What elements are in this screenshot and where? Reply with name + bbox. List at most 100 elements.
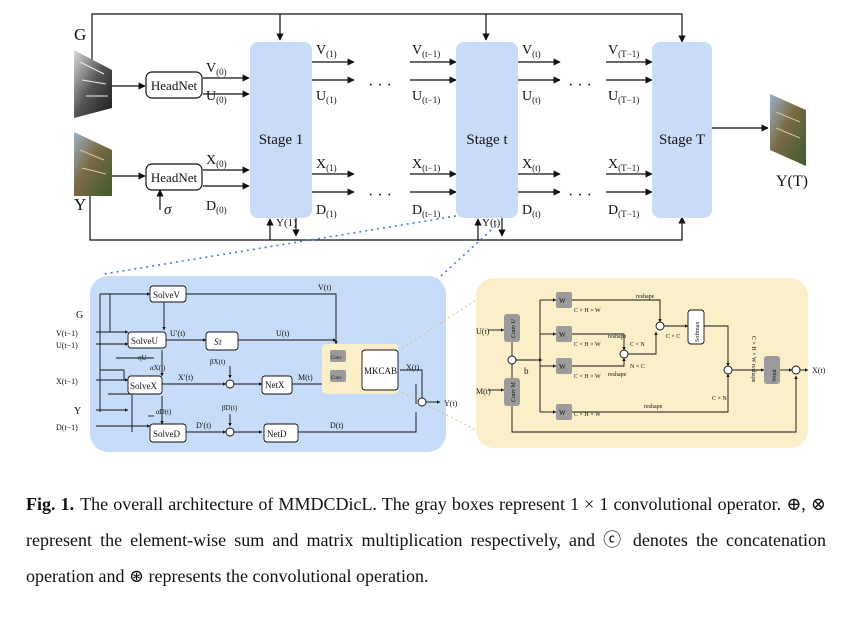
svg-text:SolveU: SolveU: [131, 336, 159, 346]
svg-text:D(t): D(t): [330, 421, 344, 430]
output-label: Y(T): [776, 173, 808, 190]
svg-text:U′(t): U′(t): [170, 329, 185, 338]
svg-text:HeadNet: HeadNet: [151, 78, 198, 93]
svg-text:ηU: ηU: [138, 354, 147, 362]
svg-text:C × C: C × C: [666, 334, 680, 340]
svg-text:Y(t): Y(t): [444, 399, 458, 408]
svg-text:X(t): X(t): [522, 157, 541, 173]
svg-text:Y(1): Y(1): [276, 217, 297, 229]
svg-text:D(0): D(0): [206, 199, 227, 215]
svg-text:D(T−1): D(T−1): [608, 203, 639, 219]
svg-text:βX(t): βX(t): [210, 358, 226, 366]
svg-text:C × H × W: C × H × W: [574, 374, 601, 380]
svg-text:SolveV: SolveV: [153, 290, 181, 300]
caption-text: The overall architecture of MMDCDicL. Th…: [26, 494, 826, 586]
svg-text:reshape: reshape: [636, 294, 655, 300]
architecture-figure: G Y Y(T) HeadNet HeadNet σ Stage 1 Stage…: [56, 13, 826, 452]
svg-text:C × N: C × N: [630, 342, 645, 348]
svg-text:M(t): M(t): [476, 387, 491, 396]
svg-text:C × H × W reshape: C × H × W reshape: [750, 336, 756, 383]
caption-label: Fig. 1.: [26, 494, 75, 514]
svg-text:reshape: reshape: [608, 334, 627, 340]
svg-text:D(t−1): D(t−1): [56, 423, 78, 432]
stage-detail-wires: [96, 292, 441, 434]
svg-text:V(t): V(t): [522, 43, 541, 59]
svg-text:G: G: [76, 310, 83, 321]
svg-text:C × H × W: C × H × W: [574, 308, 601, 314]
input-image-g: [74, 50, 112, 118]
output-image: [770, 94, 806, 166]
svg-text:Conv: Conv: [331, 376, 342, 381]
mkcab-wires: [488, 298, 809, 433]
svg-text:X(t−1): X(t−1): [412, 157, 440, 173]
svg-text:W: W: [559, 297, 566, 305]
sigma-label: σ: [164, 202, 172, 218]
svg-text:U(t−1): U(t−1): [412, 89, 440, 105]
svg-text:C × H × W: C × H × W: [574, 342, 601, 348]
svg-text:W: W: [559, 409, 566, 417]
stage-detail-boxes: [127, 285, 427, 443]
svg-text:U(t−1): U(t−1): [56, 341, 78, 350]
svg-text:NetX: NetX: [265, 380, 285, 390]
svg-text:X(t): X(t): [812, 366, 826, 375]
svg-text:X(T−1): X(T−1): [608, 157, 639, 173]
svg-text:SolveD: SolveD: [153, 429, 181, 439]
svg-text:U(t): U(t): [522, 89, 541, 105]
svg-text:D′(t): D′(t): [196, 421, 211, 430]
stage-1: Stage 1: [250, 42, 312, 218]
stage-T: Stage T: [652, 42, 712, 218]
svg-text:C × N: C × N: [712, 396, 727, 402]
svg-text:Wout: Wout: [772, 369, 778, 382]
figure-caption: Fig. 1.The overall architecture of MMDCD…: [26, 486, 826, 594]
svg-text:D(t−1): D(t−1): [412, 203, 440, 219]
svg-text:reshape: reshape: [644, 404, 663, 410]
svg-text:Softmax: Softmax: [694, 322, 701, 342]
input-image-y: [74, 132, 112, 196]
svg-text:W: W: [559, 331, 566, 339]
stage-detail-panel: [90, 276, 446, 452]
mkcab-detail-panel: [476, 278, 808, 448]
headnet-top: HeadNet: [145, 71, 203, 99]
headnet-bottom: HeadNet: [145, 163, 203, 191]
svg-text:X(t): X(t): [406, 363, 420, 372]
ellipsis-marks: · · ·· · · · · ·· · ·: [368, 77, 592, 204]
svg-text:W: W: [559, 363, 566, 371]
svg-text:V(T−1): V(T−1): [608, 43, 639, 59]
svg-text:Y: Y: [74, 406, 81, 417]
svg-text:X(t−1): X(t−1): [56, 377, 78, 386]
svg-text:· · ·: · · ·: [568, 187, 592, 204]
top-pipeline: [89, 13, 769, 241]
svg-text:reshape: reshape: [608, 372, 627, 378]
svg-text:V(0): V(0): [206, 61, 227, 77]
svg-text:U(t): U(t): [476, 327, 490, 336]
svg-text:U(T−1): U(T−1): [608, 89, 639, 105]
svg-text:· · ·: · · ·: [368, 77, 392, 94]
mkcab-labels: U(t) M(t) X(t) Conv U Conv M W W W W Wou…: [476, 294, 826, 418]
svg-text:αD(t): αD(t): [156, 408, 172, 416]
svg-text:MKCAB: MKCAB: [364, 366, 397, 376]
svg-text:Conv U: Conv U: [511, 318, 517, 338]
svg-text:U(0): U(0): [206, 89, 227, 105]
zoom-line-right: [429, 221, 501, 287]
svg-text:βD(t): βD(t): [222, 404, 238, 412]
svg-text:NetD: NetD: [267, 429, 287, 439]
svg-text:b: b: [524, 366, 529, 376]
svg-text:Sτ: Sτ: [214, 337, 223, 347]
svg-text:Conv: Conv: [331, 356, 342, 361]
svg-text:U(t): U(t): [276, 329, 290, 338]
mkcab-boxes: [504, 292, 801, 420]
svg-text:Stage t: Stage t: [466, 132, 508, 148]
svg-text:C × H × W: C × H × W: [574, 412, 601, 418]
svg-text:D(t): D(t): [522, 203, 541, 219]
svg-text:V(t): V(t): [318, 283, 332, 292]
svg-text:D(1): D(1): [316, 203, 337, 219]
svg-text:Stage 1: Stage 1: [259, 132, 304, 148]
svg-text:N × C: N × C: [630, 364, 645, 370]
svg-text:M(t): M(t): [298, 373, 313, 382]
svg-text:Conv M: Conv M: [511, 381, 517, 402]
svg-text:X(0): X(0): [206, 153, 227, 169]
stage-detail-labels: G V(t−1) U(t−1) X(t−1) Y D(t−1) SolveV S…: [56, 283, 458, 439]
svg-text:V(t−1): V(t−1): [412, 43, 440, 59]
svg-text:U(1): U(1): [316, 89, 337, 105]
svg-text:X(1): X(1): [316, 157, 337, 173]
